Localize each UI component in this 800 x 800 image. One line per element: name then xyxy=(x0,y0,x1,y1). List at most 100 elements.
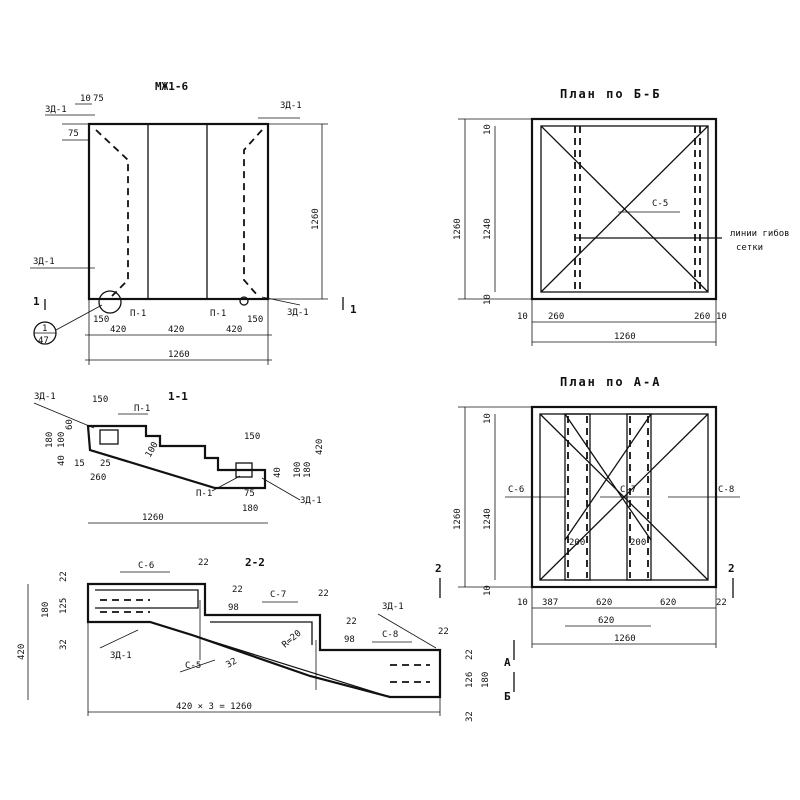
dim-620-aa-c: 620 xyxy=(598,616,614,626)
dim-25-11: 25 xyxy=(100,459,111,469)
plan-aa-diag-4 xyxy=(564,413,652,541)
section-22-profile xyxy=(86,582,442,699)
c6-label: С-6 xyxy=(508,485,524,495)
c7-22-label: С-7 xyxy=(270,590,286,600)
detail-circle xyxy=(98,290,122,314)
dim-1260-h: 1260 xyxy=(168,350,190,360)
section-mark-1-left: 1 xyxy=(33,295,40,308)
leader xyxy=(377,613,437,649)
leader xyxy=(99,629,139,649)
mark-a: А xyxy=(504,656,511,669)
dim-10-bb-l: 10 xyxy=(517,312,528,322)
plan-bb-view: План по Б-Б линии гибов сетки С-5 1260 1… xyxy=(453,87,790,346)
leader xyxy=(261,477,301,501)
dim-1260-aa-t: 1260 xyxy=(453,508,463,530)
dim-60-11v: 60 xyxy=(65,419,75,430)
ref-top: 1 xyxy=(42,324,47,334)
mesh-label: сетки xyxy=(736,243,763,253)
c7-label: С-7 xyxy=(620,485,636,495)
dim-22-c: 22 xyxy=(318,589,329,599)
dim-98-b: 98 xyxy=(344,635,355,645)
dim-75-11: 75 xyxy=(244,489,255,499)
dim-40-11v: 40 xyxy=(57,455,67,466)
c5-22-label: С-5 xyxy=(185,661,201,671)
elevation-hidden-right xyxy=(243,129,263,297)
c6-22-label: С-6 xyxy=(138,561,154,571)
dim-180-22r: 180 xyxy=(481,672,491,688)
dim-32-slab: 32 xyxy=(225,657,239,671)
leader xyxy=(261,296,301,306)
elevation-outline xyxy=(87,122,270,301)
section-22-title: 2-2 xyxy=(245,556,265,569)
dim-15-11: 15 xyxy=(74,459,85,469)
plan-aa-title: План по А-А xyxy=(560,375,661,389)
p1-11-label: П-1 xyxy=(134,404,150,414)
c5-label: С-5 xyxy=(652,199,668,209)
dim-22-22r: 22 xyxy=(465,649,475,660)
section-22-view: 2-2 С-6 С-7 С-8 С-5 ЗД-1 ЗД-1 R=20 22 22… xyxy=(17,556,515,722)
dim-180-22: 180 xyxy=(41,602,51,618)
dim-260-bb-r: 260 xyxy=(694,312,710,322)
elevation-title: МЖ1-6 xyxy=(155,80,188,93)
leader xyxy=(211,475,241,492)
dim-150-l: 150 xyxy=(93,315,109,325)
dim-200-b: 200 xyxy=(630,538,646,548)
dim-1240-bb-t: 1240 xyxy=(483,218,493,240)
leader xyxy=(33,402,95,429)
dim-22-e: 22 xyxy=(438,627,449,637)
zd1-11-label-2: ЗД-1 xyxy=(300,496,322,506)
dim-1260-aa-h: 1260 xyxy=(614,634,636,644)
dim-32-22r: 32 xyxy=(465,711,475,722)
dim-260-11: 260 xyxy=(90,473,106,483)
dim-200-a: 200 xyxy=(569,538,585,548)
bend-lines-label: линии гибов xyxy=(730,228,790,239)
zd1-22-label-2: ЗД-1 xyxy=(382,602,404,612)
dim-620-aa-b: 620 xyxy=(660,598,676,608)
dim-180-11: 180 xyxy=(45,432,55,448)
elevation-view: МЖ1-6 10 75 ЗД-1 75 ЗД-1 1260 ЗД-1 ЗД-1 … xyxy=(30,80,357,365)
dim-75-side: 75 xyxy=(68,129,79,139)
dim-32-22: 32 xyxy=(59,639,69,650)
dim-10-aa-top: 10 xyxy=(483,413,493,424)
dim-420-11: 420 xyxy=(315,439,325,455)
dim-10-bb-bot: 10 xyxy=(483,294,493,305)
section-mark-1-right: 1 xyxy=(350,303,357,316)
dim-1260-11t: 1260 xyxy=(142,513,164,523)
plan-bb-diag-2 xyxy=(540,125,709,293)
zd1-label-tr: ЗД-1 xyxy=(280,101,302,111)
zd1-label-bl: ЗД-1 xyxy=(33,257,55,267)
dim-100-11b: 100 xyxy=(293,462,303,478)
p1-label: П-1 xyxy=(130,309,146,319)
zd1-11-label: ЗД-1 xyxy=(34,392,56,402)
dim-22-b: 22 xyxy=(232,585,243,595)
plan-aa-strip-1 xyxy=(564,413,591,581)
section-mark-2-right: 2 xyxy=(728,562,735,575)
c8-label: С-8 xyxy=(718,485,734,495)
dim-1260-bb-h: 1260 xyxy=(614,332,636,342)
dim-387-aa: 387 xyxy=(542,598,558,608)
zd1-label-br: ЗД-1 xyxy=(287,308,309,318)
dim-180-11b: 180 xyxy=(242,504,258,514)
p1-label-2: П-1 xyxy=(210,309,226,319)
section-22-inner-2 xyxy=(210,621,313,645)
dim-180-11c: 180 xyxy=(303,462,313,478)
dim-22-a: 22 xyxy=(198,558,209,568)
dim-126-22r: 126 xyxy=(465,672,475,688)
dim-10-aa: 10 xyxy=(517,598,528,608)
slab-line xyxy=(149,621,391,698)
plan-bb-title: План по Б-Б xyxy=(560,87,661,101)
dim-420-b: 420 xyxy=(168,325,184,335)
mark-b: Б xyxy=(504,690,511,703)
c8-22-label: С-8 xyxy=(382,630,398,640)
dim-1260-bb-t: 1260 xyxy=(453,218,463,240)
zd1-22-label: ЗД-1 xyxy=(110,651,132,661)
plan-bb-inner xyxy=(540,125,709,293)
dim-150-11: 150 xyxy=(92,395,108,405)
dim-420-c: 420 xyxy=(226,325,242,335)
dim-40-11b: 40 xyxy=(273,467,283,478)
dim-125-22: 125 xyxy=(59,598,69,614)
dim-22-aa: 22 xyxy=(716,598,727,608)
section-11-profile xyxy=(86,424,267,490)
dim-1240-aa-t: 1240 xyxy=(483,508,493,530)
